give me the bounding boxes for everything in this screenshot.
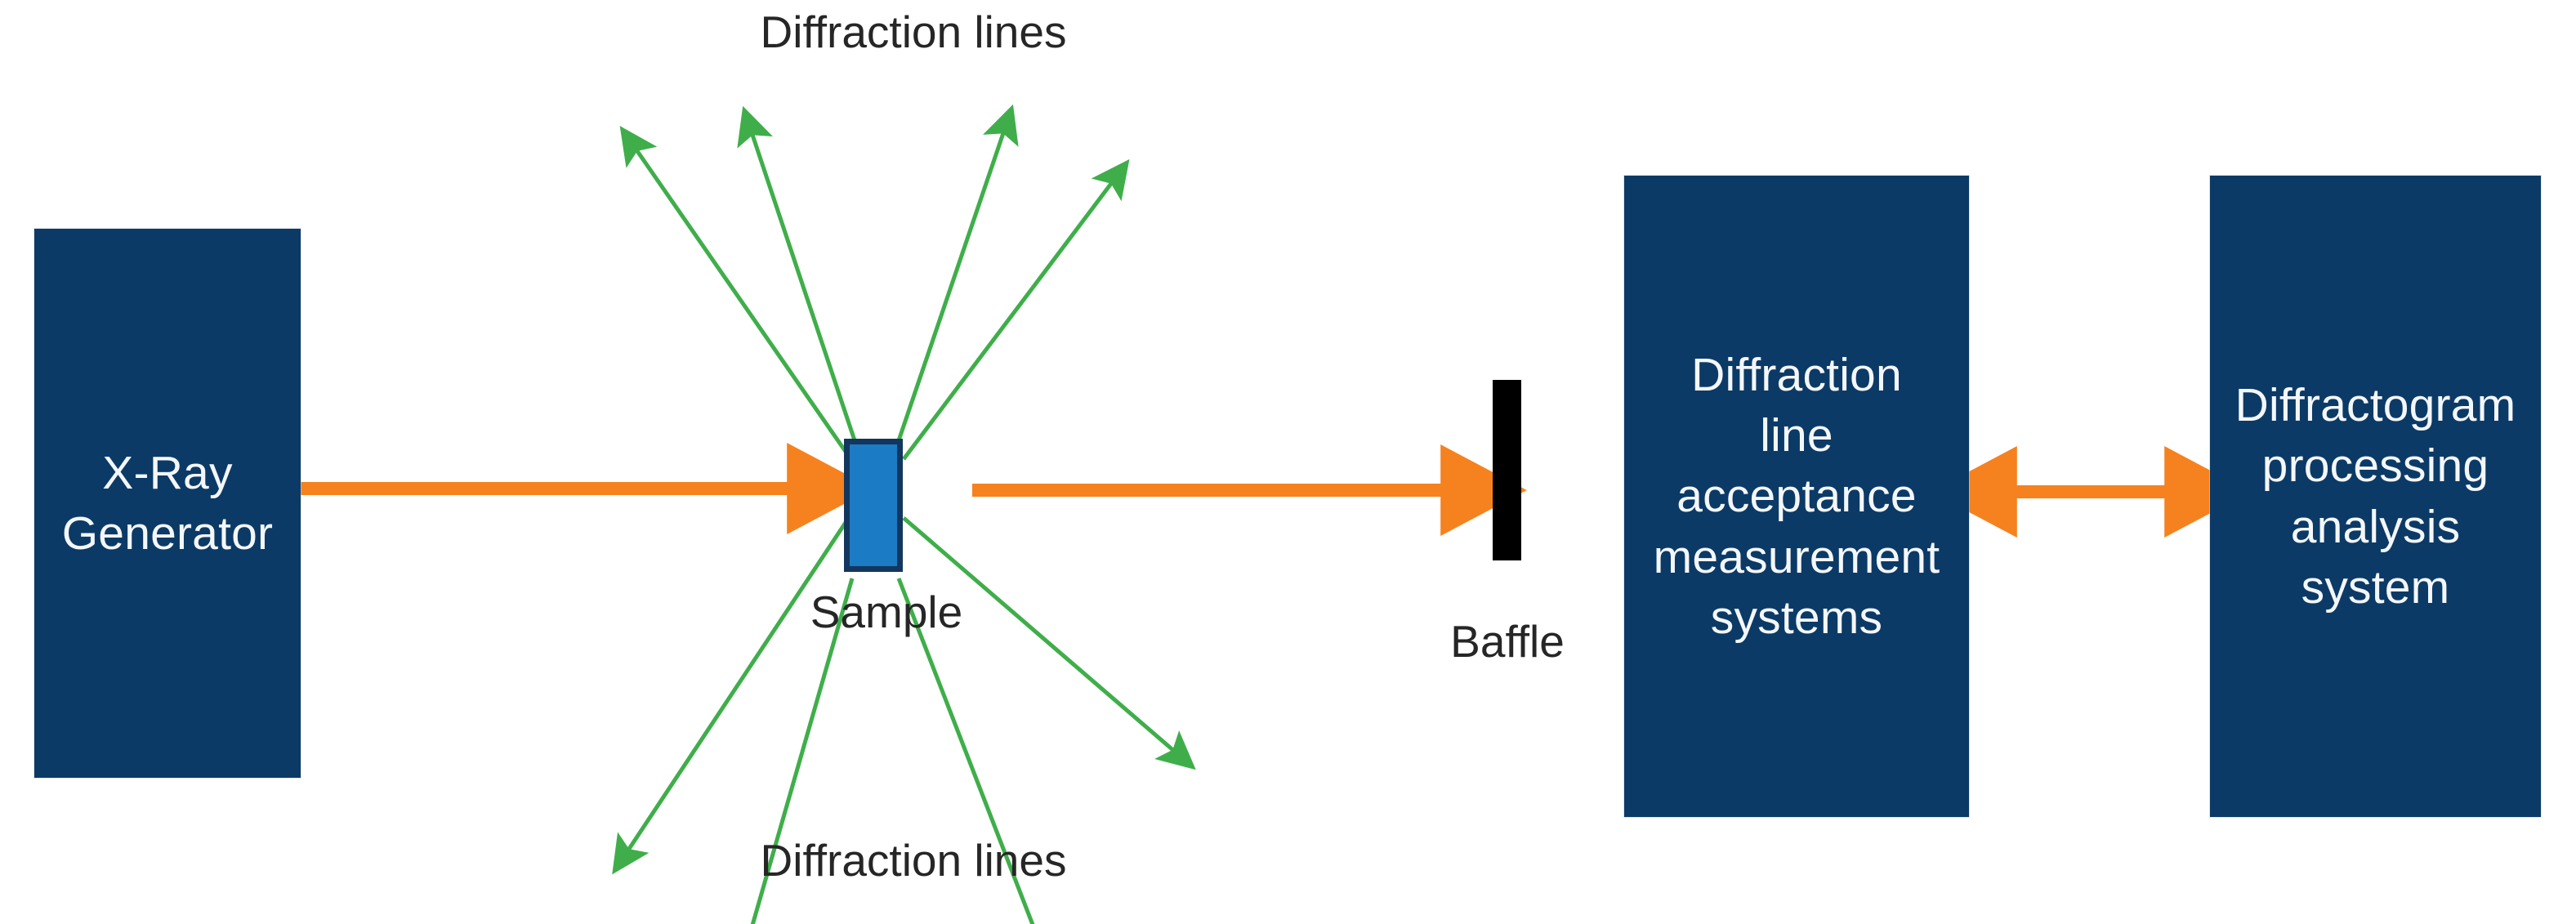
text-line: Diffractogram	[2234, 379, 2516, 432]
block-diffraction-line-acceptance-measurement-systems[interactable]: Diffraction line acceptance measurement …	[1624, 176, 1969, 817]
text-line: Diffraction	[1691, 349, 1902, 402]
label-baffle: Baffle	[1450, 616, 1565, 667]
block-xray-generator-label: X-Ray Generator	[62, 443, 273, 564]
text-line: X-Ray	[102, 446, 233, 499]
diffraction-ray-up-inner-left	[737, 105, 859, 446]
diffraction-ray-up-outer-right	[902, 158, 1130, 461]
text-line: line	[1760, 409, 1833, 462]
baffle-shape[interactable]	[1493, 380, 1521, 560]
text-line: processing	[2261, 440, 2489, 493]
label-diffraction-lines-top: Diffraction lines	[760, 7, 1067, 57]
text-line: systems	[1710, 591, 1883, 644]
text-line: acceptance	[1676, 470, 1917, 523]
block-acceptance-label: Diffraction line acceptance measurement …	[1654, 345, 1940, 647]
diffraction-ray-down-outer-left	[612, 515, 852, 875]
text-line: analysis	[2290, 500, 2461, 553]
text-line: system	[2301, 560, 2450, 614]
block-xray-generator[interactable]: X-Ray Generator	[34, 229, 301, 778]
text-line: measurement	[1653, 530, 1940, 583]
label-diffraction-lines-bottom: Diffraction lines	[760, 835, 1067, 886]
block-diffractogram-processing-analysis-system[interactable]: Diffractogram processing analysis system	[2210, 176, 2541, 817]
sample-specimen-shape[interactable]	[844, 439, 903, 572]
block-processing-label: Diffractogram processing analysis system	[2235, 375, 2516, 617]
diffraction-ray-up-inner-right	[895, 104, 1019, 446]
diffraction-ray-up-outer-left	[619, 126, 852, 459]
label-sample: Sample	[810, 587, 963, 637]
text-line: Generator	[61, 507, 274, 560]
